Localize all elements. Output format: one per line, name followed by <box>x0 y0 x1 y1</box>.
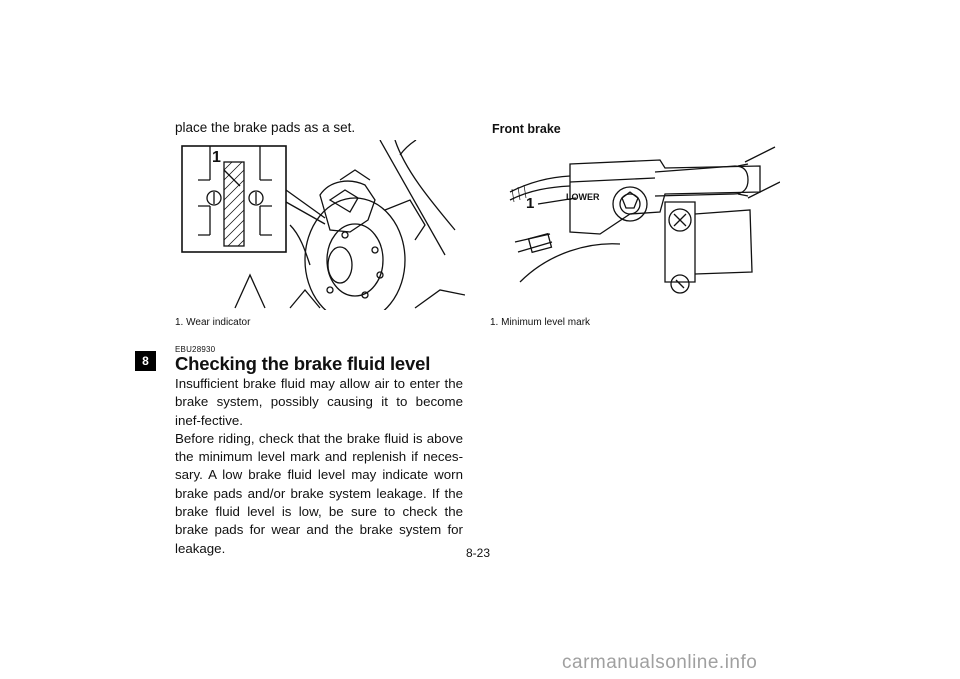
paragraph-2: Before riding, check that the brake flui… <box>175 430 463 556</box>
minimum-level-callout: 1 <box>526 195 534 212</box>
body-text: Insufficient brake fluid may allow air t… <box>175 375 463 558</box>
right-figure-caption: 1. Minimum level mark <box>490 317 591 328</box>
footer-watermark: carmanualsonline.info <box>562 652 758 673</box>
wear-indicator-callout: 1 <box>212 149 221 166</box>
brake-pad-figure: 1 <box>181 140 465 310</box>
intro-text: place the brake pads as a set. <box>175 120 356 135</box>
section-code: EBU28930 <box>175 345 216 354</box>
lower-mark-label: LOWER <box>566 192 600 202</box>
left-figure-caption: 1. Wear indicator <box>175 317 251 328</box>
reservoir-figure: LOWER 1 <box>509 146 780 294</box>
paragraph-1: Insufficient brake fluid may allow air t… <box>175 376 463 428</box>
chapter-tab: 8 <box>135 351 156 371</box>
front-brake-title: Front brake <box>492 122 561 136</box>
section-heading: Checking the brake fluid level <box>175 353 431 374</box>
page-number: 8-23 <box>466 546 491 560</box>
